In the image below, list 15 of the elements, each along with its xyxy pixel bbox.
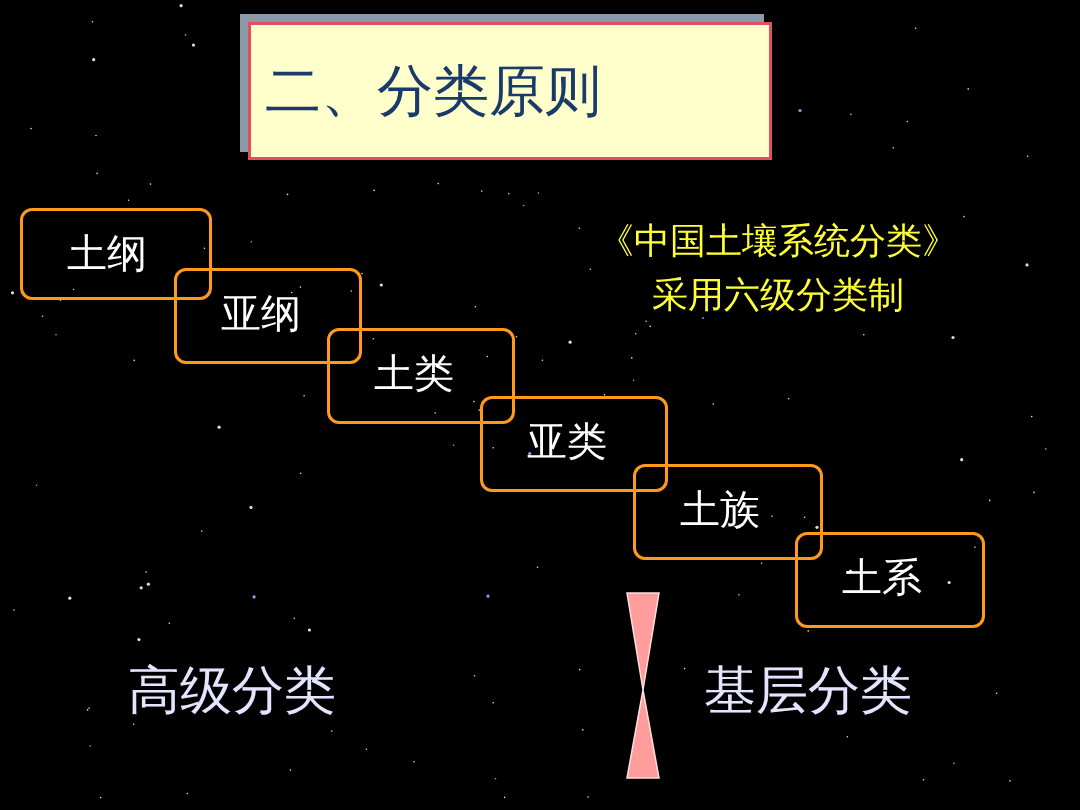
group-label: 高级分类 <box>128 659 337 722</box>
rank-name: 亚纲 <box>221 289 301 337</box>
rank-box <box>633 464 823 560</box>
note-text: 《中国土壤系统分类》采用六级分类制 <box>597 219 959 317</box>
rank-name: 土系 <box>842 553 922 601</box>
rank-name: 亚类 <box>527 417 607 465</box>
rank-box <box>174 268 362 364</box>
rank-box <box>795 532 985 628</box>
rank-box <box>327 328 515 424</box>
rank-box <box>480 396 668 492</box>
rank-box <box>20 208 212 300</box>
rank-name: 土类 <box>374 349 454 397</box>
group-label: 基层分类 <box>704 659 913 722</box>
rank-name: 土族 <box>680 485 760 533</box>
rank-name: 土纲 <box>67 229 147 277</box>
